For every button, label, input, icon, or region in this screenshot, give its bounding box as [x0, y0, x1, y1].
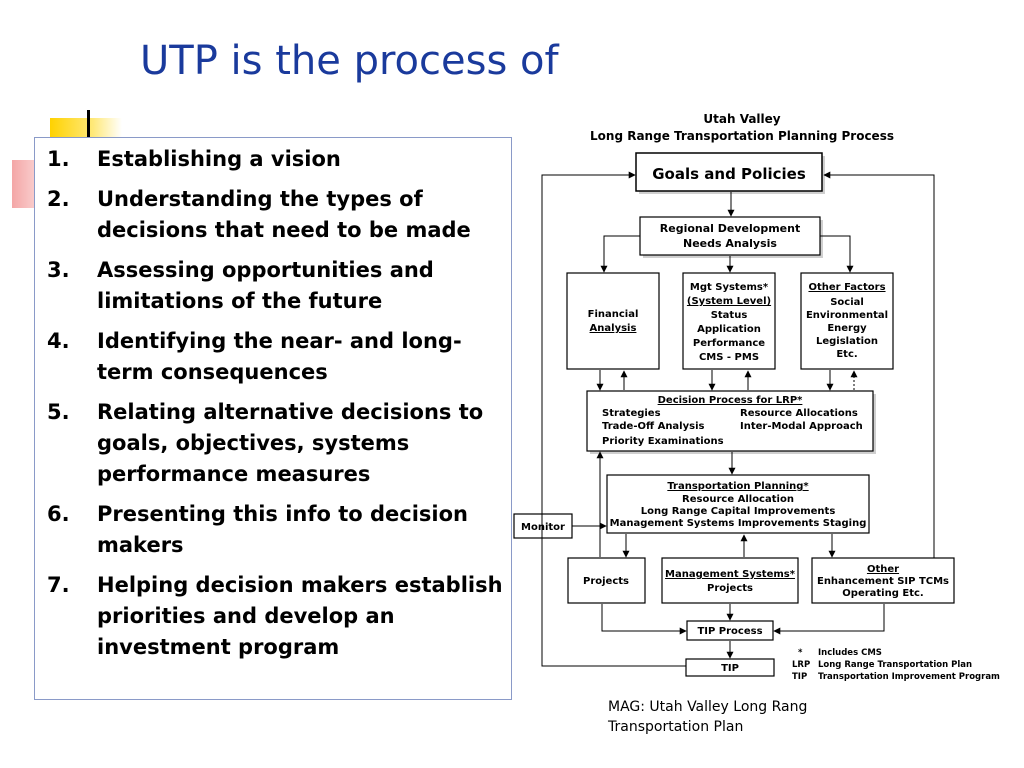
list-item-text: Understanding the types of decisions tha… — [97, 187, 471, 242]
list-item-text: Identifying the near- and long-term cons… — [97, 329, 462, 384]
dp-priority-examinations: Priority Examinations — [602, 436, 724, 447]
oe-label-line2: Enhancement SIP TCMs — [817, 576, 949, 587]
regional-label-line2: Needs Analysis — [683, 237, 777, 250]
dp-resource-allocations: Resource Allocations — [740, 408, 858, 419]
transportation-planning-box: Transportation Planning* Resource Alloca… — [606, 474, 870, 534]
regional-label-line1: Regional Development — [660, 222, 800, 235]
diagram-title-line2: Long Range Transportation Planning Proce… — [590, 129, 894, 143]
list-item-text: Establishing a vision — [97, 147, 341, 171]
monitor-label: Monitor — [521, 522, 565, 533]
ms-label-line2: Projects — [707, 583, 753, 594]
list-item-number: 1. — [47, 147, 70, 171]
legend-key-2: LRP — [792, 660, 810, 670]
tp-title: Transportation Planning* — [667, 481, 809, 492]
caption-line1: MAG: Utah Valley Long Rang — [608, 699, 808, 715]
mgt-label-line2: (System Level) — [687, 296, 771, 307]
source-caption: MAG: Utah Valley Long Rang Transportatio… — [608, 697, 868, 737]
other-label-line6: Etc. — [836, 349, 857, 360]
diagram-connectors — [541, 171, 935, 667]
financial-label-line2: Analysis — [590, 323, 637, 334]
list-item-number: 3. — [47, 258, 70, 282]
mgt-systems-box: Mgt Systems* (System Level) Status Appli… — [682, 272, 776, 370]
planning-process-svg: Utah Valley Long Range Transportation Pl… — [513, 112, 1000, 682]
planning-process-diagram: Utah Valley Long Range Transportation Pl… — [512, 108, 1012, 698]
legend-key-1: * — [798, 648, 803, 658]
other-factors-box: Other Factors Social Environmental Energ… — [800, 272, 894, 370]
decision-process-title: Decision Process for LRP* — [658, 395, 804, 406]
slide-title: UTP is the process of — [140, 38, 559, 84]
list-item-text: Presenting this info to decision makers — [97, 502, 469, 557]
list-item-number: 4. — [47, 329, 70, 353]
other-enhancement-box: Other Enhancement SIP TCMs Operating Etc… — [811, 557, 955, 604]
goals-and-policies-box: Goals and Policies — [635, 152, 825, 194]
mgt-label-line1: Mgt Systems* — [690, 282, 769, 293]
oe-label-line3: Operating Etc. — [842, 588, 923, 599]
list-item: 6. Presenting this info to decision maker… — [35, 499, 511, 561]
tp-line4: Management Systems Improvements Staging — [610, 518, 867, 529]
list-item-number: 7. — [47, 573, 70, 597]
legend-text-3: Transportation Improvement Program — [818, 672, 1000, 682]
list-item: 4. Identifying the near- and long-term co… — [35, 326, 511, 388]
tp-line2: Resource Allocation — [682, 494, 794, 505]
tp-line3: Long Range Capital Improvements — [641, 506, 836, 517]
ms-label-line1: Management Systems* — [665, 569, 796, 580]
decorative-vertical-line — [87, 110, 90, 144]
list-item: 3. Assessing opportunities and limitation… — [35, 255, 511, 317]
list-item: 7. Helping decision makers establish prio… — [35, 570, 511, 663]
financial-label-line1: Financial — [588, 309, 639, 320]
list-item: 1. Establishing a vision — [35, 144, 511, 175]
dp-tradeoff-analysis: Trade-Off Analysis — [602, 421, 705, 432]
tip-process-label: TIP Process — [697, 626, 762, 637]
projects-label: Projects — [583, 576, 629, 587]
tip-process-box: TIP Process — [686, 620, 774, 641]
other-label-line2: Social — [830, 297, 864, 308]
other-label-line3: Environmental — [806, 310, 888, 321]
decision-process-box: Decision Process for LRP* Strategies Res… — [586, 390, 876, 454]
dp-intermodal-approach: Inter-Modal Approach — [740, 421, 863, 432]
diagram-title-line1: Utah Valley — [703, 112, 780, 126]
monitor-box: Monitor — [513, 513, 573, 539]
tip-box: TIP — [685, 658, 775, 677]
financial-analysis-box: Financial Analysis — [566, 272, 660, 370]
legend-key-3: TIP — [792, 672, 807, 682]
list-item-number: 5. — [47, 400, 70, 424]
oe-label-line1: Other — [867, 564, 899, 575]
mgt-label-line5: Performance — [693, 338, 765, 349]
list-item-text: Assessing opportunities and limitations … — [97, 258, 434, 313]
diagram-legend: * Includes CMS LRP Long Range Transporta… — [792, 648, 1000, 682]
other-label-line1: Other Factors — [808, 282, 885, 293]
mgt-label-line4: Application — [697, 324, 761, 335]
list-item: 5. Relating alternative decisions to goal… — [35, 397, 511, 490]
mgt-label-line3: Status — [711, 310, 748, 321]
process-steps-box: 1. Establishing a vision 2. Understanding … — [34, 137, 512, 700]
legend-text-2: Long Range Transportation Plan — [818, 660, 972, 670]
dp-strategies: Strategies — [602, 408, 661, 419]
other-label-line5: Legislation — [816, 336, 878, 347]
list-item-number: 2. — [47, 187, 70, 211]
projects-box: Projects — [567, 557, 646, 604]
list-item-text: Relating alternative decisions to goals,… — [97, 400, 484, 486]
caption-line2: Transportation Plan — [608, 719, 744, 735]
tip-label: TIP — [721, 663, 739, 674]
other-label-line4: Energy — [827, 323, 867, 334]
goals-label: Goals and Policies — [652, 165, 806, 183]
legend-text-1: Includes CMS — [818, 648, 882, 658]
regional-development-box: Regional Development Needs Analysis — [639, 216, 823, 258]
list-item-number: 6. — [47, 502, 70, 526]
mgt-label-line6: CMS - PMS — [699, 352, 759, 363]
management-systems-projects-box: Management Systems* Projects — [661, 557, 799, 604]
list-item-text: Helping decision makers establish priori… — [97, 573, 503, 659]
list-item: 2. Understanding the types of decisions t… — [35, 184, 511, 246]
process-steps-list: 1. Establishing a vision 2. Understanding … — [35, 138, 511, 663]
